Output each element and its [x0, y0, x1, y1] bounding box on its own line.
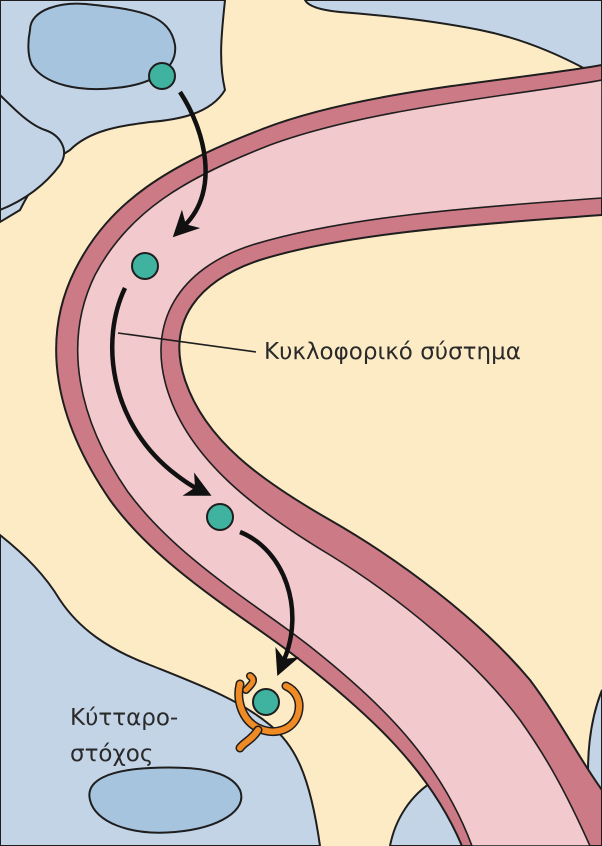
circulatory-system-label: Κυκλοφορικό σύστημα [264, 339, 521, 365]
hormone-molecule-icon [207, 504, 233, 530]
hormone-molecule-icon [253, 689, 279, 715]
target-cell-label-line2: στόχος [70, 736, 178, 772]
target-cell-label: Κύτταρο- στόχος [70, 700, 178, 772]
target-cell-label-line1: Κύτταρο- [70, 700, 178, 736]
hormone-molecule-icon [132, 253, 158, 279]
hormone-molecule-icon [149, 63, 175, 89]
